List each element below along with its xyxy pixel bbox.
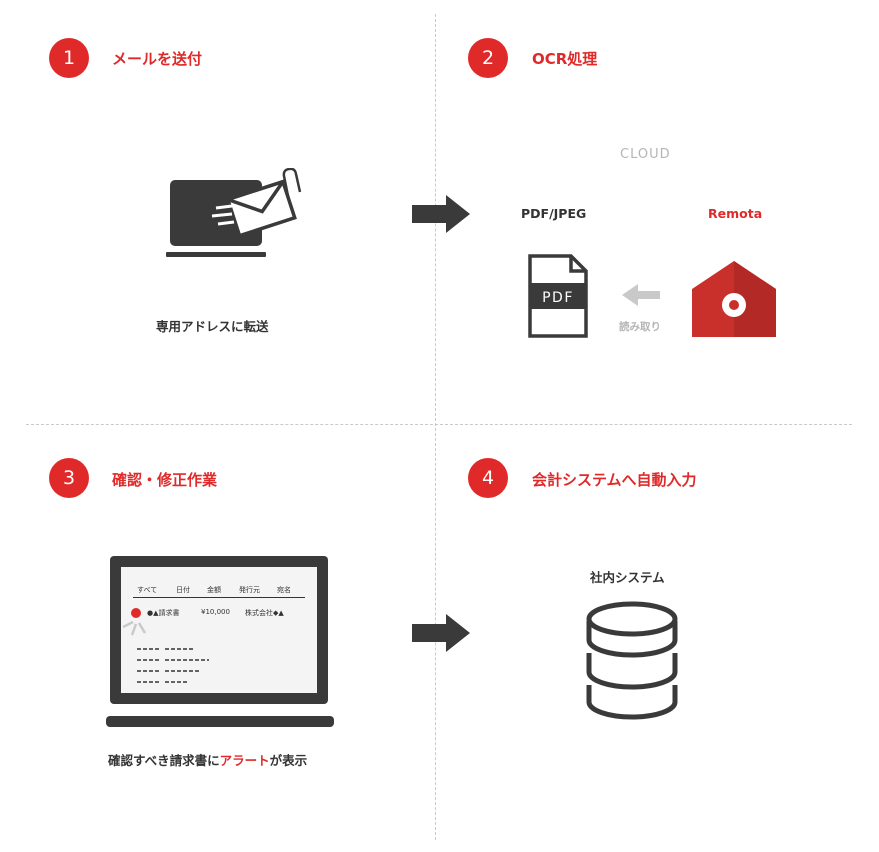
pdf-document-icon: PDF bbox=[528, 254, 588, 338]
laptop-mail-icon bbox=[166, 168, 302, 257]
horizontal-divider bbox=[26, 424, 852, 425]
header-issuer: 発行元 bbox=[239, 586, 260, 594]
step-3-caption: 確認すべき請求書にアラートが表示 bbox=[108, 752, 307, 770]
step-4-title: 会計システムへ自動入力 bbox=[532, 471, 697, 489]
alert-dot-icon bbox=[131, 608, 141, 618]
laptop-base-icon bbox=[106, 716, 334, 727]
step-3-badge: 3 bbox=[49, 458, 89, 498]
arrow-right-icon bbox=[412, 195, 470, 233]
caption-prefix: 確認すべき請求書に bbox=[108, 753, 220, 768]
alert-row-issuer: 株式会社◆▲ bbox=[245, 609, 284, 617]
step-1-title: メールを送付 bbox=[112, 50, 203, 68]
header-date: 日付 bbox=[176, 586, 190, 594]
laptop-screen-icon: すべて 日付 金額 発行元 宛名 ●▲請求書 ¥10,000 株式会社◆▲ bbox=[110, 556, 328, 704]
step-3-title: 確認・修正作業 bbox=[112, 471, 218, 489]
database-icon bbox=[586, 601, 678, 720]
step-1-badge: 1 bbox=[49, 38, 89, 78]
system-label: 社内システム bbox=[590, 570, 665, 585]
alert-spark-icon bbox=[122, 620, 147, 636]
vertical-divider bbox=[435, 14, 436, 840]
alert-row-amount: ¥10,000 bbox=[201, 608, 230, 616]
caption-suffix: が表示 bbox=[269, 753, 308, 768]
caption-highlight: アラート bbox=[219, 753, 270, 768]
remota-label: Remota bbox=[708, 206, 763, 221]
remota-house-icon bbox=[692, 261, 776, 337]
read-label: 読み取り bbox=[619, 321, 661, 333]
arrow-left-icon bbox=[622, 284, 660, 306]
file-type-label: PDF/JPEG bbox=[521, 206, 587, 221]
screen-content: すべて 日付 金額 発行元 宛名 ●▲請求書 ¥10,000 株式会社◆▲ bbox=[121, 567, 317, 693]
step-2-title: OCR処理 bbox=[532, 50, 598, 68]
header-all: すべて bbox=[137, 586, 158, 594]
step-2-badge: 2 bbox=[468, 38, 508, 78]
header-rule bbox=[133, 597, 305, 598]
header-addressee: 宛名 bbox=[277, 586, 291, 594]
step-4-badge: 4 bbox=[468, 458, 508, 498]
header-amount: 金額 bbox=[207, 586, 221, 594]
pdf-document-text: PDF bbox=[542, 290, 574, 306]
cloud-label: CLOUD bbox=[620, 147, 671, 162]
alert-row-name: ●▲請求書 bbox=[147, 609, 180, 617]
step-1-caption: 専用アドレスに転送 bbox=[156, 319, 269, 334]
placeholder-rows bbox=[137, 648, 209, 683]
arrow-right-icon-2 bbox=[412, 614, 470, 652]
